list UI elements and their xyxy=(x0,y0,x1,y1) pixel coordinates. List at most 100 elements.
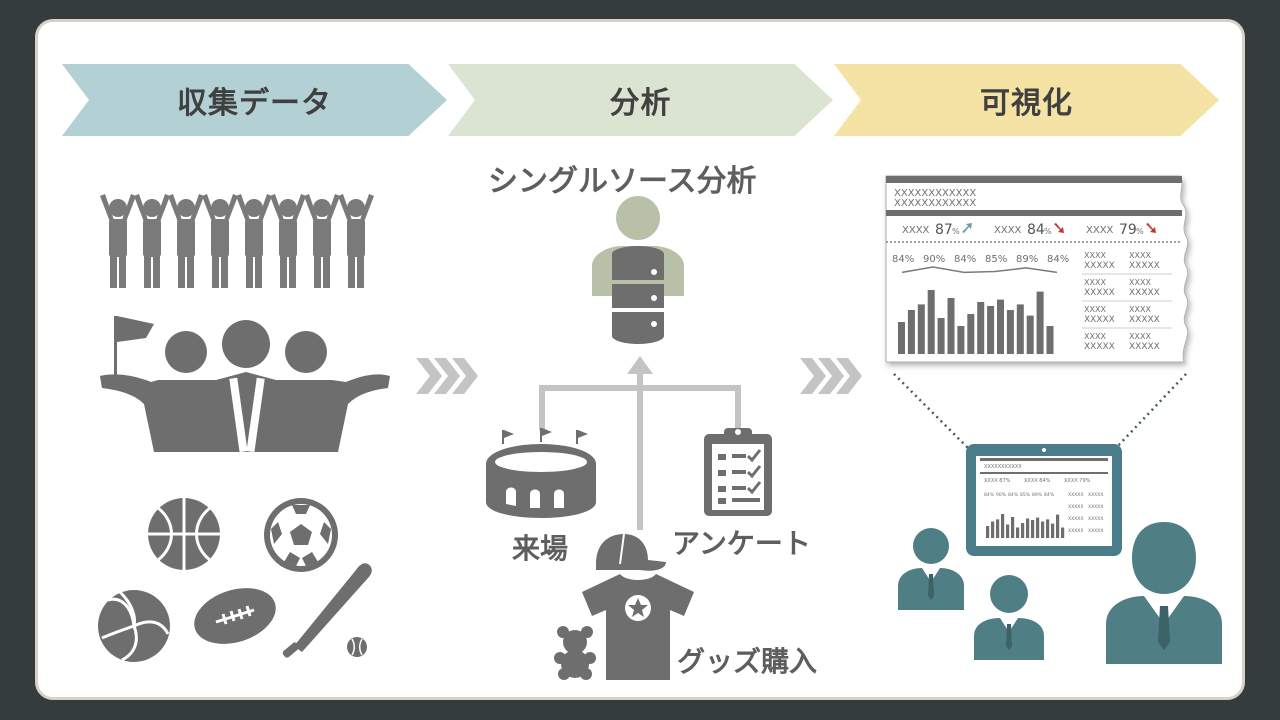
tablet-side-cell: XXXXX xyxy=(1088,516,1103,522)
side-table-cell: XXXXX xyxy=(1129,315,1160,325)
kpi-label: XXXX xyxy=(1086,225,1114,236)
source-survey-label: アンケート xyxy=(672,527,811,560)
chart-bar xyxy=(917,304,925,354)
tablet-bar xyxy=(1016,527,1020,538)
tablet-kpi: XXXX 79% xyxy=(1064,478,1091,484)
data-flow-connector xyxy=(539,356,741,530)
percent-label: 84% xyxy=(954,254,976,265)
tablet-side-cell: XXXXX xyxy=(1088,492,1103,498)
kpi-unit: % xyxy=(952,227,960,236)
tablet-side-cell: XXXXX xyxy=(1088,504,1103,510)
side-table-cell: XXXX xyxy=(1084,305,1106,314)
tablet-percent: 89% xyxy=(1032,492,1043,498)
tablet-side-cell: XXXXX xyxy=(1068,492,1083,498)
kpi-value: 79 xyxy=(1119,222,1137,238)
tablet-bar xyxy=(996,519,1000,538)
tablet-bar xyxy=(1041,521,1045,538)
tablet-bar xyxy=(991,521,995,538)
tablet-kpi: XXXX 87% xyxy=(984,478,1011,484)
tablet-bar xyxy=(1026,518,1030,538)
tablet-bar xyxy=(1031,520,1035,538)
chart-bar xyxy=(997,299,1004,354)
crowd-person xyxy=(304,194,340,288)
kpi-unit: % xyxy=(1044,227,1052,236)
side-table-cell: XXXX xyxy=(1129,332,1151,341)
tablet-bar xyxy=(1001,514,1005,538)
side-table-cell: XXXX xyxy=(1129,278,1151,287)
dashboard-report: XXXX XXXX XXXX XXXX XXXX XXXX XXXX 87% XXXX 84%… xyxy=(885,175,1189,363)
crowd-person xyxy=(270,194,306,288)
kpi-value: 84 xyxy=(1027,222,1045,238)
tablet-side-cell: XXXXX xyxy=(1088,528,1103,534)
chart-bar xyxy=(898,322,905,354)
side-table-cell: XXXXX xyxy=(1084,342,1115,352)
businessperson-icon xyxy=(974,575,1044,660)
kpi-value: 87 xyxy=(935,222,953,238)
step-collect-data: 収集データ xyxy=(62,64,447,136)
football-icon xyxy=(194,588,276,644)
side-table-cell: XXXXX xyxy=(1084,261,1115,271)
percent-label: 84% xyxy=(892,254,914,265)
chart-bar xyxy=(947,298,955,354)
trend-down-icon xyxy=(1146,223,1156,233)
crowd-person xyxy=(100,194,136,288)
percent-label: 90% xyxy=(923,254,945,265)
chart-bar xyxy=(927,290,935,354)
kpi-label: XXXX xyxy=(902,225,930,236)
side-table-cell: XXXX xyxy=(1084,278,1106,287)
tablet-bar xyxy=(1056,514,1060,538)
teddy-bear-icon xyxy=(554,626,596,680)
tablet-percent: 85% xyxy=(1020,492,1031,498)
crowd-person xyxy=(236,194,272,288)
tablet-icon: XXXXXXXXXXX XXXX 87%XXXX 84%XXXX 79% 84%… xyxy=(966,444,1122,556)
percent-label: 85% xyxy=(985,254,1007,265)
stadium-icon xyxy=(486,428,596,518)
tablet-bar xyxy=(1046,519,1050,538)
crowd-person xyxy=(338,194,374,288)
tablet-kpi: XXXX 84% xyxy=(1024,478,1051,484)
chart-bar xyxy=(1006,310,1014,354)
tablet-side-cell: XXXXX xyxy=(1068,516,1083,522)
source-goods-label: グッズ購入 xyxy=(677,645,818,678)
tablet-bar xyxy=(1051,523,1055,538)
clipboard-icon xyxy=(704,428,772,516)
chart-bar xyxy=(1036,291,1044,354)
crowd-person xyxy=(202,194,238,288)
cap-icon xyxy=(596,533,666,571)
tablet-bar xyxy=(1021,523,1025,538)
chart-bar xyxy=(977,302,985,354)
side-table-cell: XXXXX xyxy=(1084,288,1115,298)
side-table-cell: XXXX xyxy=(1129,251,1151,260)
kpi-unit: % xyxy=(1136,227,1144,236)
crowd-person xyxy=(134,194,170,288)
fans-with-flag-icon xyxy=(100,316,390,453)
tshirt-icon xyxy=(582,574,694,680)
basketball-icon xyxy=(148,498,220,570)
flow-arrow-icon xyxy=(416,358,478,394)
side-table-cell: XXXXX xyxy=(1084,315,1115,325)
chart-bar xyxy=(967,314,975,354)
businessperson-icon xyxy=(898,528,964,610)
tablet-side-cell: XXXXX xyxy=(1068,528,1083,534)
tablet-bar xyxy=(1011,517,1015,538)
tablet-percent: 84% xyxy=(1044,492,1055,498)
businessperson-icon xyxy=(1106,522,1222,664)
side-table-cell: XXXX xyxy=(1084,251,1106,260)
chart-bar xyxy=(937,318,945,354)
side-table-cell: XXXXX xyxy=(1129,261,1160,271)
percent-label: 84% xyxy=(1047,254,1069,265)
crowd-person xyxy=(168,194,204,288)
source-visit-label: 来場 xyxy=(512,532,569,565)
flow-arrow-icon xyxy=(800,358,862,394)
tablet-percent: 84% xyxy=(984,492,995,498)
tablet-bar xyxy=(1061,527,1065,538)
baseball-icon xyxy=(347,637,367,657)
single-source-title: シングルソース分析 xyxy=(488,164,757,199)
baseball-bat-icon xyxy=(282,563,372,658)
chart-bar xyxy=(907,310,915,354)
tablet-bar xyxy=(986,526,990,538)
soccer-ball-icon xyxy=(264,498,338,572)
zoom-connector xyxy=(893,373,1187,449)
crowd-icon xyxy=(100,194,374,288)
chart-bar xyxy=(1026,315,1034,354)
